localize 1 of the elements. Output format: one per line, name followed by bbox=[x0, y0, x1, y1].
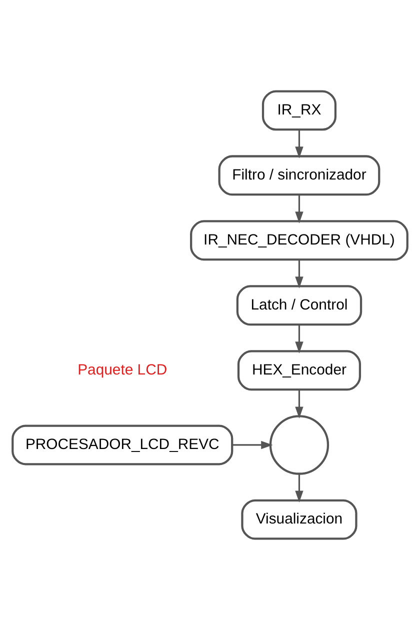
node-label: Paquete LCD bbox=[78, 362, 168, 378]
